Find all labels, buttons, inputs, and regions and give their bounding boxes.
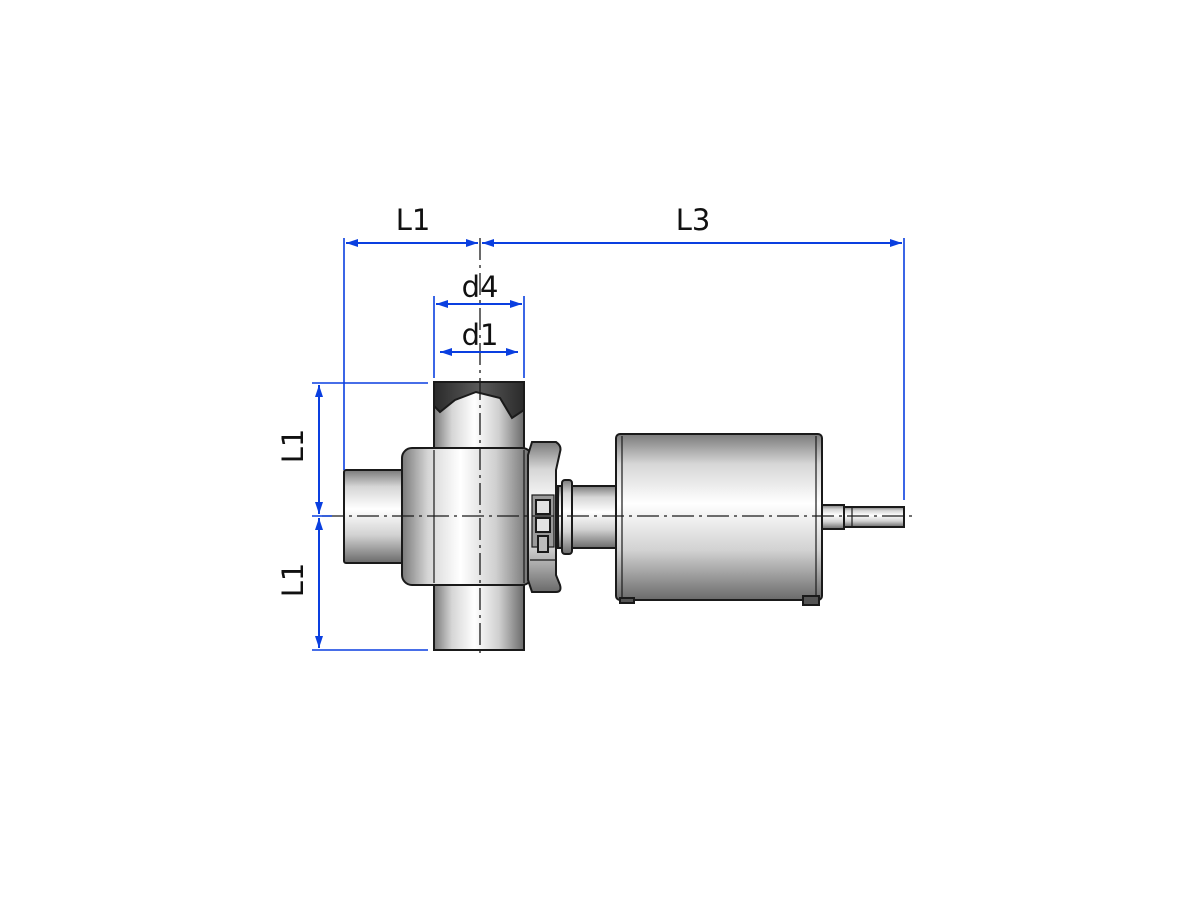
actuator-shaft-tip [843, 506, 905, 528]
label-L1-upper-left: L1 [276, 429, 310, 464]
actuator-cylinder [615, 433, 823, 601]
dimensions: L1 L3 d4 d1 L1 L1 [276, 203, 905, 651]
actuator-shaft [821, 504, 845, 530]
top-port-opening [433, 381, 525, 420]
label-d1: d1 [462, 318, 499, 352]
label-d4: d4 [462, 270, 499, 304]
label-L1-lower-left: L1 [276, 563, 310, 598]
label-L3: L3 [676, 203, 711, 237]
clamp-assembly [527, 441, 562, 593]
label-L1-top: L1 [396, 203, 431, 237]
